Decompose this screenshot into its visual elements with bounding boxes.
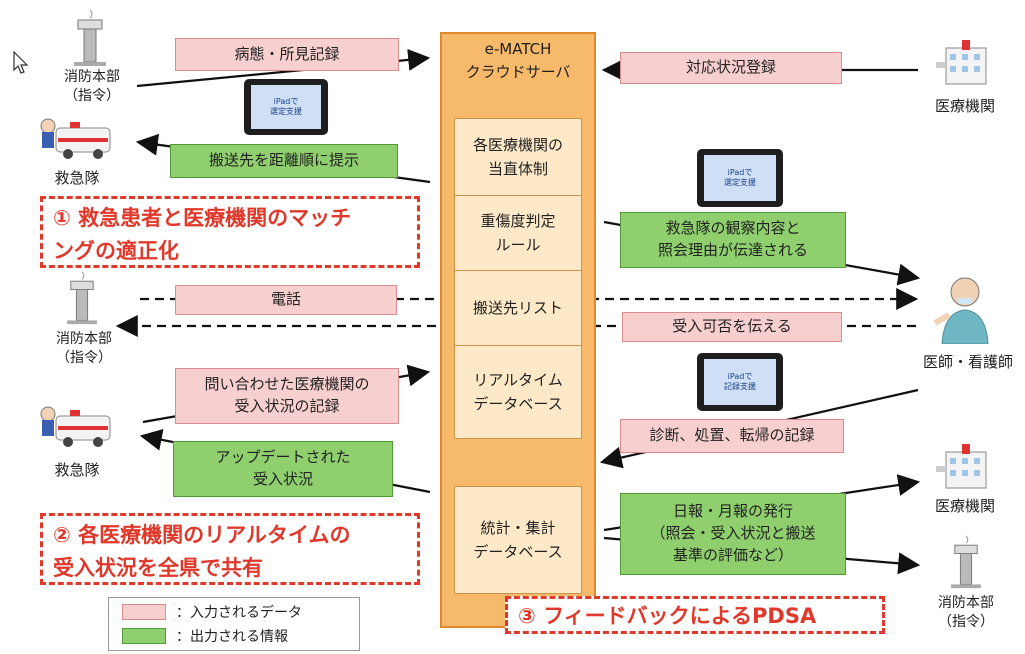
- legend-input-label: ：入力されるデータ: [176, 605, 302, 621]
- updated-status-box: アップデートされた 受入状況: [173, 441, 393, 497]
- server-cell-list: 搬送先リスト: [454, 270, 582, 346]
- actor-ambulance: 救急隊: [54, 461, 100, 479]
- server-cell-realtime-db: リアルタイム データベース: [454, 345, 582, 439]
- ipad-icon: iPadで 選定支援: [244, 79, 328, 135]
- ipad-screen-text: iPadで 選定支援: [704, 155, 776, 201]
- actor-fire-hq: 消防本部 （指令）: [64, 69, 120, 104]
- ipad-icon: iPadで 記録支援: [697, 353, 783, 411]
- hospital-icon: [936, 40, 987, 85]
- ipad-screen-text: iPadで 記録支援: [704, 359, 776, 405]
- actor-hospital: 医療機関: [934, 497, 995, 515]
- ipad-screen-text: iPadで 選定支援: [251, 85, 321, 129]
- daily-monthly-box: 日報・月報の発行 （照会・受入状況と搬送 基準の評価など）: [620, 493, 846, 575]
- legend-output-swatch: [122, 628, 166, 644]
- callout-pdsa: ③ フィードバックによるPDSA: [505, 596, 885, 634]
- fire-tower-icon: [67, 271, 97, 325]
- server-cell-severity: 重傷度判定 ルール: [454, 195, 582, 271]
- doctor-icon: [933, 277, 989, 344]
- server-title: e-MATCH クラウドサーバ: [465, 40, 571, 81]
- input-condition-box: 病態・所見記録: [175, 38, 399, 71]
- ambulance-icon: [40, 118, 111, 159]
- ipad-icon: iPadで 選定支援: [697, 149, 783, 207]
- ambulance-icon: [40, 406, 111, 447]
- callout-realtime-share: ② 各医療機関のリアルタイムの 受入状況を全県で共有: [40, 513, 420, 585]
- hospital-icon: [936, 444, 987, 489]
- legend-output-label: ：出力される情報: [176, 629, 288, 645]
- fire-tower-icon: [951, 535, 981, 589]
- server-cell-stats-db: 統計・集計 データベース: [454, 486, 582, 594]
- actor-doctor-nurse: 医師・看護師: [922, 353, 1013, 371]
- output-distance-box: 搬送先を距離順に提示: [170, 144, 398, 178]
- input-response-box: 対応状況登録: [620, 52, 842, 84]
- diagnosis-record-box: 診断、処置、転帰の記録: [620, 419, 844, 453]
- callout-matching: ① 救急患者と医療機関のマッチ ングの適正化: [40, 196, 420, 268]
- actor-fire-hq: 消防本部 （指令）: [938, 595, 994, 630]
- fire-tower-icon: [74, 9, 106, 66]
- actor-hospital: 医療機関: [934, 97, 995, 115]
- mouse-cursor-icon: [13, 50, 29, 74]
- server-cell-duty: 各医療機関の 当直体制: [454, 118, 582, 196]
- phone-box: 電話: [175, 285, 397, 315]
- actor-ambulance: 救急隊: [54, 169, 100, 187]
- inquiry-record-box: 問い合わせた医療機関の 受入状況の記録: [175, 368, 399, 424]
- accept-possible-box: 受入可否を伝える: [622, 312, 842, 342]
- output-observation-box: 救急隊の観察内容と 照会理由が伝達される: [620, 212, 846, 268]
- actor-fire-hq: 消防本部 （指令）: [56, 331, 112, 366]
- legend-input-swatch: [122, 604, 166, 620]
